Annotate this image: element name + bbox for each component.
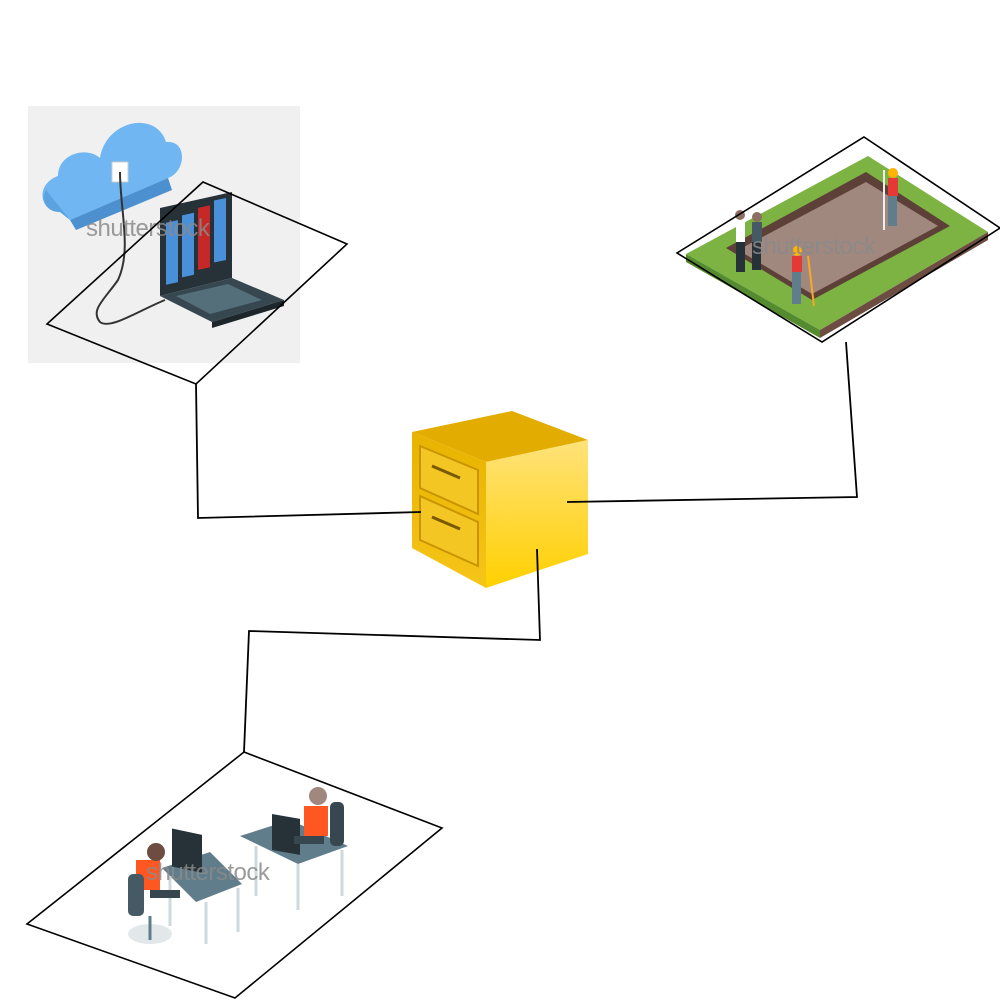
construction-site-node: shutterstock bbox=[675, 136, 1000, 343]
connector-lines bbox=[195, 341, 858, 753]
watermark-text: shutterstock bbox=[146, 859, 271, 886]
site-node-outline bbox=[675, 136, 1000, 343]
office-node-outline bbox=[25, 751, 444, 999]
watermark-text: shutterstock bbox=[752, 233, 877, 260]
office-workers-node: shutterstock bbox=[25, 751, 444, 999]
connector-cabinet-to-office bbox=[243, 548, 541, 753]
office-workers-icon bbox=[128, 787, 348, 944]
cloud-icon bbox=[42, 122, 182, 325]
laptop-icon bbox=[160, 192, 284, 328]
cloud-laptop-node: shutterstock bbox=[28, 106, 349, 385]
connector-cloud-to-cabinet bbox=[195, 383, 422, 519]
filing-cabinet-icon bbox=[412, 411, 588, 588]
construction-site-icon bbox=[686, 156, 988, 338]
connector-site-to-cabinet bbox=[566, 341, 858, 503]
worker-figures bbox=[735, 168, 898, 307]
watermark-text: shutterstock bbox=[86, 215, 211, 242]
